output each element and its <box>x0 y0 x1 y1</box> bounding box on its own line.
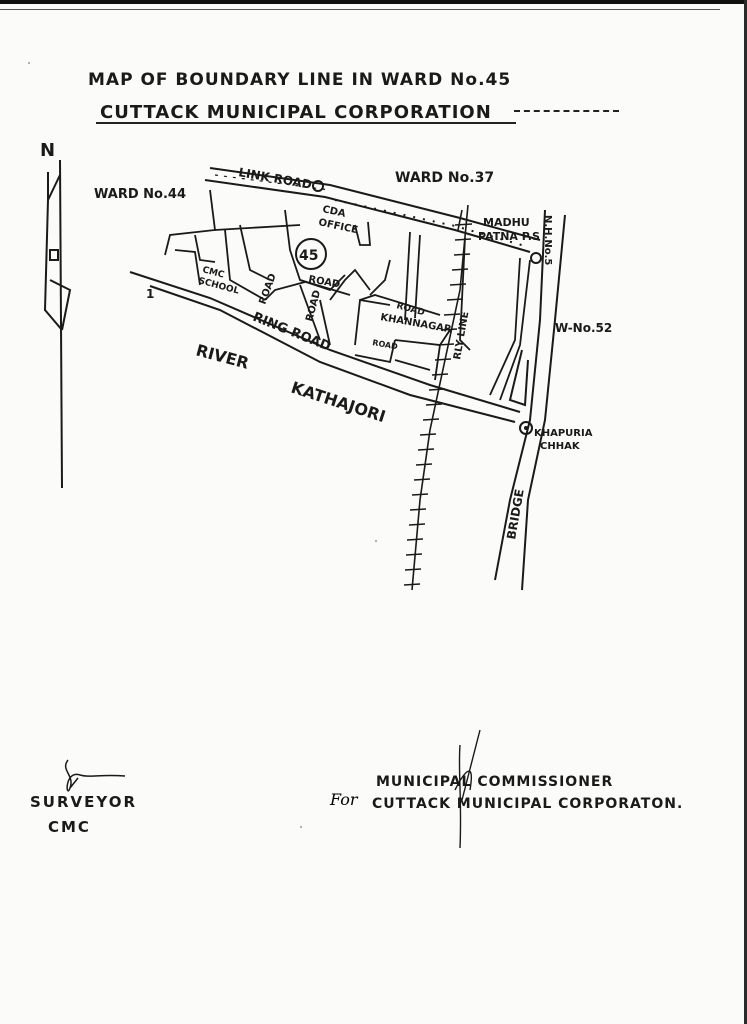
for-label: For <box>330 790 358 809</box>
cda-office-label-1: CDA <box>321 204 346 220</box>
cda-office-label-2: OFFICE <box>317 217 359 236</box>
khapuria-label-1: KHAPURIA <box>534 428 593 439</box>
scan-speck <box>28 62 30 64</box>
commissioner-org: CUTTACK MUNICIPAL CORPORATON. <box>372 796 684 812</box>
boundary-mark-1: 1 <box>146 287 154 301</box>
surveyor-label: SURVEYOR <box>30 793 138 811</box>
surveyor-org-label: CMC <box>48 818 91 836</box>
madhupatna-label-1: MADHU <box>483 216 530 229</box>
commissioner-title: MUNICIPAL COMMISSIONER <box>376 774 614 790</box>
scan-speck <box>375 540 377 542</box>
link-road <box>204 167 541 253</box>
top-border <box>0 0 747 4</box>
scan-speck <box>300 826 302 828</box>
inner-roads <box>164 189 531 401</box>
map-subtitle: CUTTACK MUNICIPAL CORPORATION <box>100 102 492 123</box>
ward-37-label: WARD No.37 <box>395 170 494 186</box>
title-underline <box>96 122 516 124</box>
ring-road <box>129 271 521 423</box>
ward-circle-icon <box>295 238 327 270</box>
junction-icon <box>519 421 533 435</box>
ward-52-label: W-No.52 <box>555 321 612 335</box>
ward-44-label: WARD No.44 <box>94 187 186 202</box>
madhupatna-label-2: PATNA P.S <box>478 230 540 243</box>
kathajori-label: KATHAJORI <box>289 378 388 426</box>
map-title: MAP OF BOUNDARY LINE IN WARD No.45 <box>88 70 512 90</box>
surveyor-signature <box>64 759 126 792</box>
rly-line-label: RLY LINE <box>452 311 471 361</box>
link-road-label: LINK ROAD <box>237 165 312 192</box>
national-highway <box>494 209 566 591</box>
north-label: N <box>40 140 55 161</box>
nh5-label: N.H.No.5 <box>542 215 553 265</box>
road-label-3: ROAD <box>307 274 340 290</box>
top-rule <box>0 9 720 10</box>
north-arrow-icon <box>43 159 72 489</box>
road-marker-icon <box>312 180 324 192</box>
river-label: RIVER <box>194 341 251 373</box>
road-label-2: ROAD <box>304 289 323 323</box>
commissioner-signature <box>454 729 481 849</box>
title-dash-line <box>514 110 619 112</box>
railway-line <box>403 204 473 591</box>
ward-number: 45 <box>299 248 318 264</box>
road-label-5: ROAD <box>372 338 399 351</box>
junction-dot-icon <box>524 426 528 430</box>
police-station-icon <box>530 252 542 264</box>
right-border <box>744 0 747 1024</box>
khapuria-label-2: CHHAK <box>540 441 581 452</box>
bridge-label: BRIDGE <box>504 488 527 541</box>
